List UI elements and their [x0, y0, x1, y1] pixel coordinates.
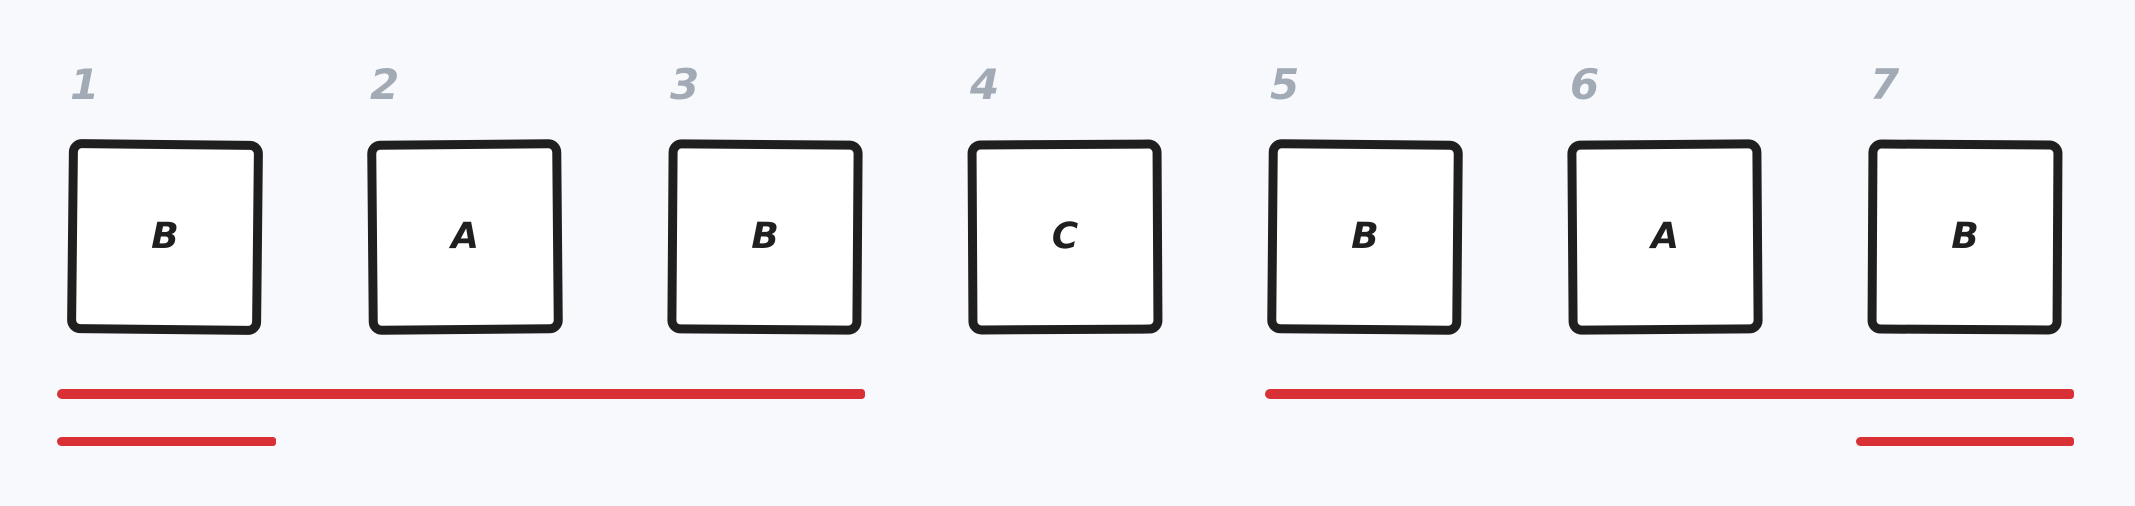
- letter-box: A: [1567, 139, 1763, 335]
- box-letter: B: [751, 215, 779, 258]
- slot-5: 5 B: [1267, 0, 1478, 506]
- slot-7: 7 B: [1867, 0, 2078, 506]
- slot-index-label: 5: [1270, 60, 1300, 109]
- letter-box: B: [66, 138, 264, 336]
- slot-3: 3 B: [667, 0, 878, 506]
- letter-box: A: [367, 139, 563, 335]
- box-letter: B: [1351, 215, 1379, 258]
- highlight-line-slots-1-3: [57, 389, 865, 399]
- slot-index-label: 3: [670, 60, 700, 109]
- slot-index-label: 6: [1570, 60, 1600, 109]
- highlight-line-slot-7: [1856, 437, 2074, 446]
- slot-index-label: 2: [370, 60, 400, 109]
- box-letter: B: [151, 215, 179, 258]
- highlight-line-slots-5-7: [1265, 389, 2074, 399]
- box-letter: A: [1650, 215, 1680, 258]
- box-letter: B: [1951, 215, 1979, 258]
- slot-4: 4 C: [967, 0, 1178, 506]
- box-letter: A: [450, 215, 480, 258]
- letter-box: B: [1867, 139, 2063, 335]
- slot-1: 1 B: [66, 0, 278, 506]
- highlight-line-slot-1: [57, 437, 276, 446]
- slot-index-label: 4: [970, 60, 1000, 109]
- letter-box: B: [1267, 139, 1463, 335]
- letter-box: B: [667, 139, 863, 335]
- box-letter: C: [1051, 215, 1079, 258]
- slot-index-label: 1: [70, 60, 100, 109]
- slot-index-label: 7: [1870, 60, 1900, 109]
- letter-box: C: [967, 139, 1163, 335]
- slot-2: 2 A: [367, 0, 578, 506]
- slot-6: 6 A: [1567, 0, 1778, 506]
